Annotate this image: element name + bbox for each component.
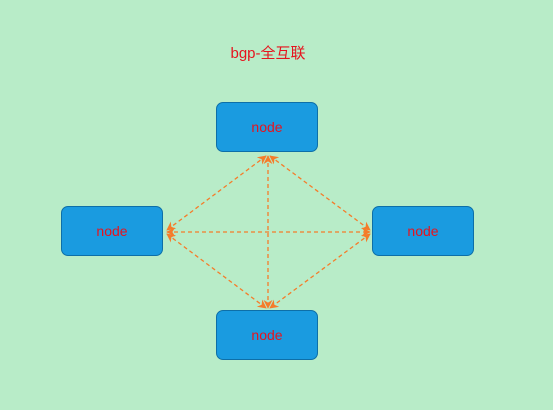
node-left: node — [61, 206, 163, 256]
edge-top-left — [166, 155, 267, 231]
edge-right-bottom — [269, 233, 371, 309]
node-bottom: node — [216, 310, 318, 360]
edge-left-bottom — [166, 233, 267, 309]
node-right: node — [372, 206, 474, 256]
edge-top-right — [269, 155, 371, 231]
diagram-title: bgp-全互联 — [230, 45, 306, 62]
node-top: node — [216, 102, 318, 152]
